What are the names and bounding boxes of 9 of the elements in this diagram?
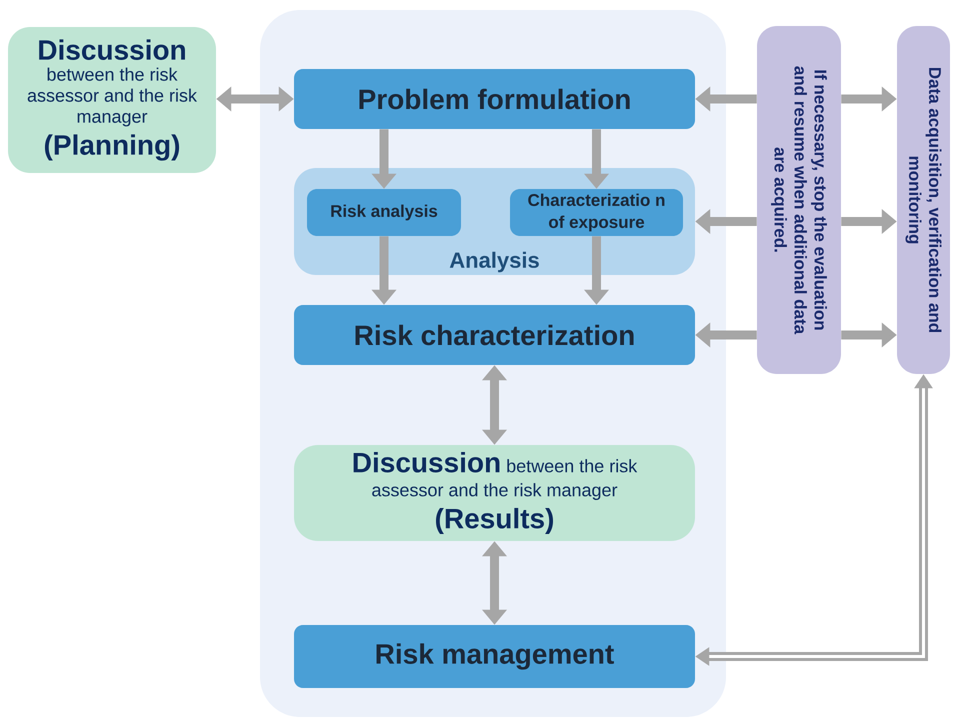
step-box: Characterizatio n of exposure [510,189,683,236]
note-box: Data acquisition, verification and monitoring [897,26,950,374]
discussion-box: Discussion between the risk assessor and the risk manager (Planning) [8,27,216,173]
process-box: Risk characterization [294,305,695,365]
note-box: If necessary, stop the evaluation and resume when additional data are acquired. [757,26,841,374]
process-box: Risk management [294,625,695,688]
step-box: Risk analysis [307,189,461,236]
discussion-box: Discussion between the risk assessor and the risk manager (Results) [294,445,695,541]
process-box: Problem formulation [294,69,695,129]
